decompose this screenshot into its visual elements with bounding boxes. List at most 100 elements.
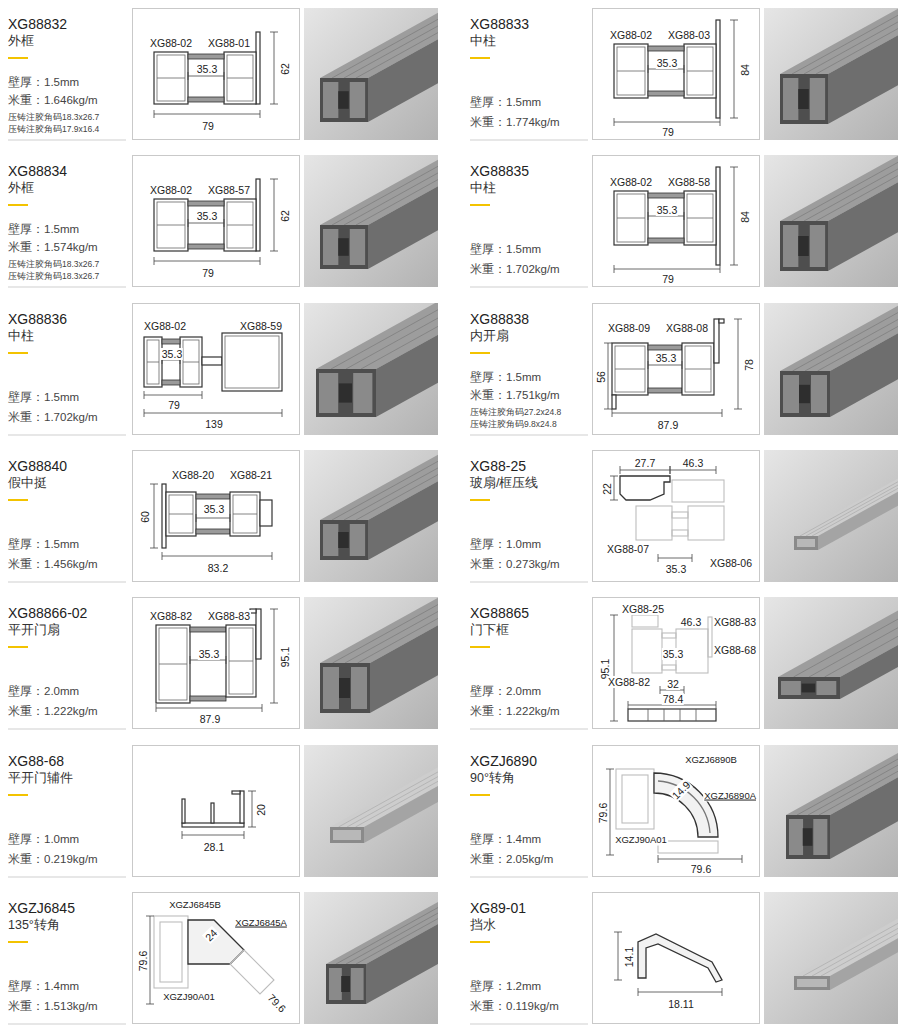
dimension-tick: [692, 554, 693, 562]
profile-chamber: [230, 492, 260, 536]
ghost-profile: [622, 775, 648, 823]
profile-name: 外框: [8, 34, 34, 49]
sill-rib: [696, 709, 697, 721]
dimension-tick: [270, 104, 278, 105]
dimension-tick: [260, 257, 261, 265]
part-code: XG88-21: [229, 469, 273, 481]
dimension-tick: [742, 855, 743, 863]
wall-thickness: 壁厚：1.5mm: [8, 76, 79, 90]
chamber-web: [183, 362, 199, 363]
model-code: XG89-01: [470, 900, 526, 917]
face-thermal-break: [341, 976, 350, 992]
part-code: XG88-03: [667, 29, 711, 41]
dimension-line: [154, 261, 260, 262]
ghost-profile: [636, 506, 672, 540]
dimension-tick: [190, 656, 191, 664]
dimension-tick: [606, 855, 614, 856]
meter-weight: 米重：1.702kg/m: [8, 411, 98, 425]
dimension-line: [734, 167, 735, 265]
dimension-tick: [226, 656, 227, 664]
cross-section: [156, 609, 278, 712]
profile-chamber: [682, 343, 714, 395]
profile-lip: [232, 791, 240, 794]
face-chamber: [350, 229, 365, 265]
cross-section: [146, 916, 274, 1004]
chamber-inner: [183, 340, 199, 384]
dimension-tick: [606, 769, 614, 770]
yellow-dash: [8, 352, 28, 354]
dimension-tick: [682, 361, 683, 369]
corner-key-note: 压铸注胶角码18.3x26.7: [8, 271, 99, 281]
dimension-tick: [722, 988, 723, 996]
chamber-inner: [157, 202, 185, 248]
profile-name: 门下框: [470, 623, 509, 638]
section-drawing-box: XG88-02XG88-5735.36279: [132, 155, 300, 287]
dimension-tick: [154, 110, 155, 118]
section-drawing-box: XGZJ6845BXGZJ6845A79.624XGZJ90A0179.6: [132, 892, 300, 1024]
dimension-tick: [660, 686, 661, 694]
yellow-dash: [8, 204, 28, 206]
extrusion-face: [326, 964, 366, 1004]
dimension-line: [274, 179, 275, 251]
dimension-tick: [146, 1004, 154, 1005]
face-chamber: [351, 968, 364, 1000]
part-code: XGZJ90A01: [614, 835, 668, 846]
dimension-tick: [230, 514, 231, 522]
frame-flange: [256, 32, 260, 104]
extrusion-groove: [794, 605, 899, 677]
product-photo: [764, 8, 898, 140]
extrusion-side: [364, 755, 438, 843]
extrusion-groove: [356, 450, 438, 520]
product-photo: [764, 597, 898, 729]
extrusion-face: [320, 78, 368, 122]
extrusion-side: [370, 597, 438, 713]
chamber-inner: [229, 628, 253, 694]
sill-rib: [680, 709, 681, 721]
part-code: XGZJ90A01: [162, 992, 216, 1003]
product-photo: [304, 597, 438, 729]
dimension-line: [658, 558, 692, 559]
dimension-tick: [720, 118, 721, 126]
extrusion-groove: [346, 303, 438, 369]
part-code: XG88-83: [207, 610, 251, 622]
extrusion-groove: [346, 892, 438, 964]
extrusion-groove: [821, 904, 898, 976]
profile-chamber: [156, 625, 190, 703]
profile-chamber: [226, 625, 256, 697]
dimension-value: 35.3: [656, 204, 678, 216]
extrusion-groove: [361, 303, 438, 369]
thermal-break-strip: [648, 388, 682, 393]
thermal-break-strip: [648, 46, 684, 51]
chamber-web: [157, 78, 185, 79]
part-code: XG88-58: [667, 176, 711, 188]
dimension-tick: [734, 409, 742, 410]
dimension-value: 56: [595, 370, 607, 384]
dimension-value: 79: [201, 267, 215, 279]
dimension-tick: [658, 554, 659, 562]
extrusion-face: [780, 221, 828, 271]
face-thermal-break: [338, 91, 349, 109]
chamber-inner: [617, 194, 645, 242]
profile-name: 内开扇: [470, 329, 509, 344]
dimension-value: 35.3: [656, 57, 678, 69]
dimension-tick: [224, 72, 225, 80]
extrusion-face: [794, 536, 818, 550]
extrusion-groove: [809, 605, 898, 677]
wall-thickness: 壁厚：2.0mm: [8, 685, 79, 699]
ghost-profile: [632, 615, 658, 627]
dimension-value: 95.1: [279, 646, 291, 668]
extrusion-side: [828, 155, 898, 271]
face-chamber: [353, 373, 372, 413]
chamber-web: [147, 362, 159, 363]
row-separator: [470, 1024, 588, 1025]
part-code: XG88-08: [665, 322, 709, 334]
extrusion-groove: [339, 755, 439, 827]
dimension-line: [162, 556, 272, 557]
dimension-line: [610, 769, 611, 855]
thermal-break-strip: [188, 201, 224, 206]
part-code: XG88-02: [149, 37, 193, 49]
profile-leg: [182, 799, 185, 823]
thermal-break-strip: [648, 91, 684, 96]
model-code: XG88866-02: [8, 605, 87, 622]
part-code: XG88-57: [207, 184, 251, 196]
